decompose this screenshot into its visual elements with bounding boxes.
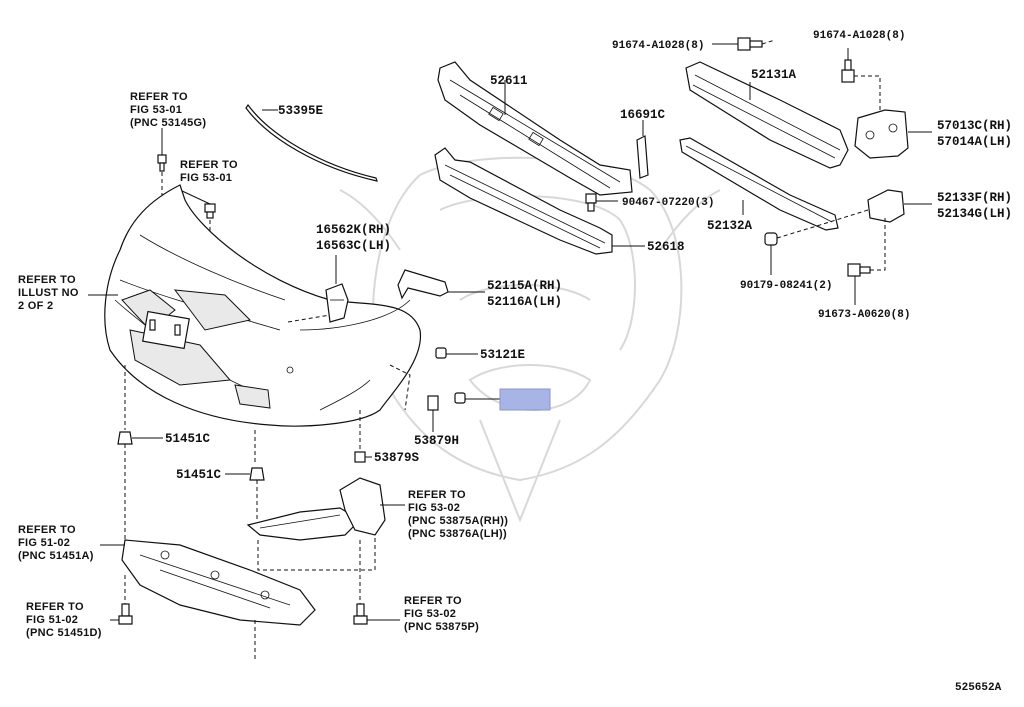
label-52618[interactable]: 52618	[647, 240, 685, 254]
label-91673[interactable]: 91673-A0620(8)	[818, 309, 910, 321]
bolt-53875p	[353, 540, 400, 625]
ref-fig53-01[interactable]: REFER TO FIG 53-01	[180, 159, 241, 184]
bolt-91673	[847, 215, 886, 305]
nut-53121e	[435, 347, 478, 359]
label-52133f[interactable]: 52133F(RH)	[937, 191, 1012, 205]
label-52611[interactable]: 52611	[490, 74, 528, 88]
nut-90179	[764, 224, 821, 275]
label-53395e[interactable]: 53395E	[278, 104, 323, 118]
molding-53395e	[245, 103, 378, 182]
engine-under-cover-rh	[246, 477, 405, 571]
label-52116a[interactable]: 52116A(LH)	[487, 295, 562, 309]
label-16691c[interactable]: 16691C	[620, 108, 666, 122]
clip-51451c-a	[117, 431, 163, 540]
label-90467[interactable]: 90467-07220(3)	[622, 197, 714, 209]
reinforcement-52618	[434, 147, 645, 255]
bolt-51451d	[110, 575, 133, 625]
ref-illust-2of2[interactable]: REFER TO ILLUST NO 2 OF 2	[18, 274, 82, 312]
bumper-cover	[104, 184, 421, 427]
label-91674a-right[interactable]: 91674-A1028(8)	[813, 30, 905, 42]
label-57014a[interactable]: 57014A(LH)	[937, 135, 1012, 149]
bracket-52133f	[819, 189, 932, 226]
clip-53879s	[354, 451, 372, 463]
label-91674a-left[interactable]: 91674-A1028(8)	[612, 40, 704, 52]
dash-line	[287, 314, 331, 323]
engine-under-cover	[100, 539, 316, 660]
clip-highlighted[interactable]	[454, 388, 551, 411]
ref-fig53-02-53875a[interactable]: REFER TO FIG 53-02 (PNC 53875A(RH)) (PNC…	[408, 489, 512, 540]
bracket-16562k	[325, 255, 349, 323]
label-16562k[interactable]: 16562K(RH)	[316, 223, 391, 237]
label-90179[interactable]: 90179-08241(2)	[740, 280, 832, 292]
reference-notes: REFER TO FIG 53-01 (PNC 53145G) REFER TO…	[18, 91, 512, 639]
label-53879s[interactable]: 53879S	[374, 451, 420, 465]
label-53121e[interactable]: 53121E	[480, 348, 525, 362]
label-57013c[interactable]: 57013C(RH)	[937, 119, 1012, 133]
label-52134g[interactable]: 52134G(LH)	[937, 207, 1012, 221]
label-52132a[interactable]: 52132A	[707, 219, 753, 233]
label-53879h[interactable]: 53879H	[414, 434, 459, 448]
clip-53879h	[427, 395, 439, 432]
seal-16691c	[636, 120, 649, 179]
ref-fig51-02-51451d[interactable]: REFER TO FIG 51-02 (PNC 51451D)	[26, 601, 102, 639]
ref-fig53-01-53145g[interactable]: REFER TO FIG 53-01 (PNC 53145G)	[130, 91, 206, 129]
bracket-57013c	[854, 109, 932, 159]
clip-fig53-01	[169, 189, 216, 251]
clip-51451c-b	[225, 467, 265, 520]
ref-fig53-02-53875p[interactable]: REFER TO FIG 53-02 (PNC 53875P)	[404, 595, 479, 633]
label-51451c-a[interactable]: 51451C	[165, 432, 211, 446]
label-51451c-b[interactable]: 51451C	[176, 468, 222, 482]
label-16563c[interactable]: 16563C(LH)	[316, 239, 391, 253]
ref-fig51-02-51451a[interactable]: REFER TO FIG 51-02 (PNC 51451A)	[18, 524, 94, 562]
dash-line	[389, 364, 411, 411]
bolt-91674-right	[841, 48, 881, 110]
reinforcement-52131a	[685, 61, 849, 169]
diagram-id: 525652A	[955, 682, 1002, 694]
absorber-52611	[437, 61, 633, 196]
label-52115a[interactable]: 52115A(RH)	[487, 279, 562, 293]
part-labels: 52611 53395E 16691C 91674-A1028(8) 91674…	[165, 30, 1012, 694]
absorber-52132a	[679, 137, 839, 231]
bracket-52115a	[397, 269, 485, 300]
label-52131a[interactable]: 52131A	[751, 68, 797, 82]
clip-90467	[585, 193, 618, 212]
bolt-91674-left	[712, 37, 776, 51]
